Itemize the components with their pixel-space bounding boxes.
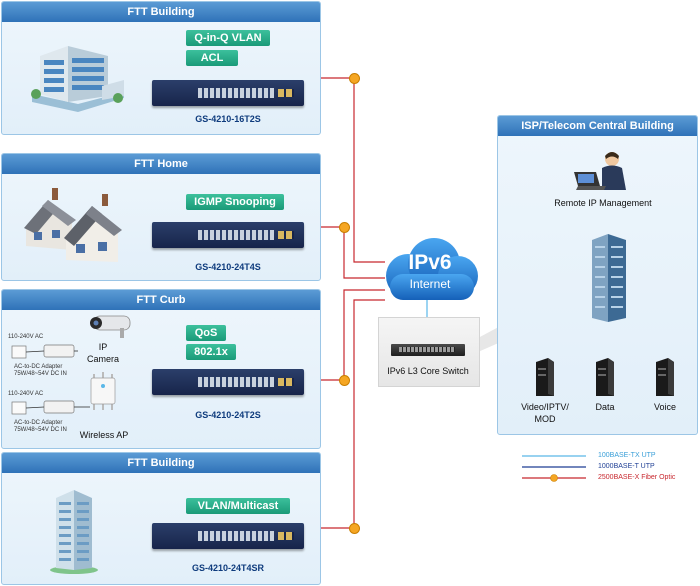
- fiber-line-s2: [304, 226, 385, 279]
- voice-server-icon: [656, 358, 674, 396]
- switch-gs-4210-24t4s: [152, 222, 304, 248]
- voice-label: Voice: [653, 402, 677, 412]
- panel-title: FTT Building: [2, 2, 320, 22]
- adapter-label-1a: AC-to-DC Adapter: [14, 364, 63, 370]
- panel-title: ISP/Telecom Central Building: [498, 116, 697, 136]
- ac-input-label-2: 110-240V AC: [8, 391, 44, 397]
- qinq-vlan-tag: Q-in-Q VLAN: [186, 30, 270, 46]
- switch-gs-4210-24t4sr: [152, 523, 304, 549]
- adapter-label-2a: AC-to-DC Adapter: [14, 420, 63, 426]
- data-server-icon: [596, 358, 614, 396]
- qos-tag: QoS: [186, 325, 226, 341]
- panel-title: FTT Home: [2, 154, 320, 174]
- fiber-dot-s2: [339, 222, 350, 233]
- switch-model-label: GS-4210-16T2S: [195, 114, 261, 124]
- power-adapter-icon-2: [11, 400, 90, 415]
- wireless-ap-icon: [90, 372, 116, 410]
- switch-model-label: GS-4210-24T2S: [195, 410, 261, 420]
- fiber-dot-s4: [349, 523, 360, 534]
- office-building-icon: [31, 46, 124, 112]
- igmp-snooping-tag: IGMP Snooping: [186, 194, 284, 210]
- switch-model-label: GS-4210-24T4S: [195, 262, 261, 272]
- central-office-tower-icon: [592, 234, 626, 322]
- switch-gs-4210-16t2s: [152, 80, 304, 106]
- core-switch-icon: [391, 344, 465, 356]
- video-label-line1: Video/IPTV/: [521, 402, 569, 412]
- fiber-line-s3: [304, 289, 385, 381]
- dot1x-tag: 802.1x: [186, 344, 236, 360]
- legend-2500base-x: 2500BASE-X Fiber Optic: [598, 474, 676, 481]
- ip-camera-icon: [90, 315, 131, 338]
- ip-camera-label-line1: IP: [98, 342, 108, 352]
- panel-ftt-building-bottom: FTT Building: [1, 452, 321, 585]
- video-label-line2: MOD: [534, 414, 556, 424]
- wireless-ap-label: Wireless AP: [79, 430, 129, 440]
- fiber-dot-s1: [349, 73, 360, 84]
- cloud-title: IPv6: [408, 251, 452, 274]
- legend-swatches: [522, 455, 586, 482]
- switch-model-label: GS-4210-24T4SR: [191, 563, 265, 573]
- legend-1000base-t: 1000BASE-T UTP: [598, 463, 655, 470]
- panel-title: FTT Curb: [2, 290, 320, 310]
- data-label: Data: [595, 402, 615, 412]
- remote-ip-management-label: Remote IP Management: [554, 198, 652, 208]
- vlan-multicast-tag: VLAN/Multicast: [186, 498, 290, 514]
- video-server-icon: [536, 358, 554, 396]
- cloud-subtitle: Internet: [409, 277, 451, 291]
- switch-gs-4210-24t2s: [152, 369, 304, 395]
- houses-icon: [24, 188, 122, 262]
- remote-admin-person-icon: [574, 152, 626, 190]
- legend-100base-tx: 100BASE-TX UTP: [598, 452, 656, 459]
- ipv6-internet-cloud-icon: [386, 238, 478, 300]
- core-switch-label: IPv6 L3 Core Switch: [387, 366, 469, 376]
- ip-camera-label-line2: Camera: [86, 354, 119, 364]
- adapter-label-2b: 75W/48~54V DC IN: [14, 427, 67, 433]
- power-adapter-icon-1: [11, 344, 78, 359]
- fiber-line-s4: [304, 299, 385, 529]
- ac-input-label-1: 110-240V AC: [8, 334, 44, 340]
- adapter-label-1b: 75W/48~54V DC IN: [14, 371, 67, 377]
- acl-tag: ACL: [186, 50, 238, 66]
- fiber-line-s1: [304, 77, 385, 263]
- fiber-dot-s3: [339, 375, 350, 386]
- panel-title: FTT Building: [2, 453, 320, 473]
- skyscraper-icon: [50, 490, 98, 574]
